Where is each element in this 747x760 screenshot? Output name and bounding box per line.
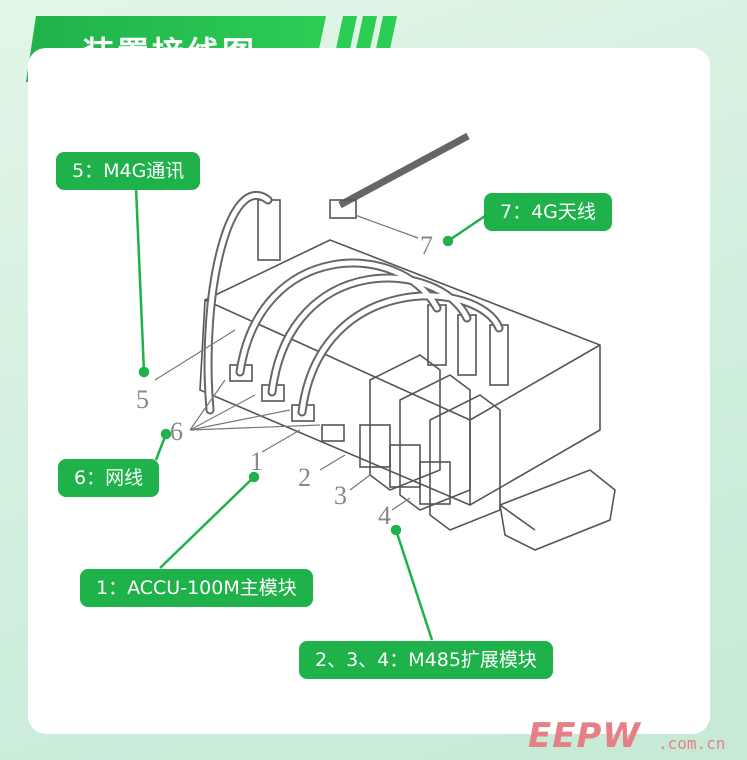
antenna-base: [329, 199, 357, 219]
terminal-block: [389, 444, 421, 488]
watermark-logo: EEPW .com.cn: [528, 716, 738, 756]
callout-number-1: 1: [250, 447, 263, 476]
callout-number-6: 6: [170, 417, 183, 446]
leader-dot: [138, 366, 150, 378]
callout-number-2: 2: [298, 463, 311, 492]
leader-line-m485: [394, 529, 434, 641]
rj45-plug: [457, 314, 477, 376]
label-accu: 1：ACCU-100M主模块: [80, 569, 313, 607]
callout-number-5: 5: [136, 385, 149, 414]
label-net: 6：网线: [58, 459, 160, 497]
leader-dot: [248, 471, 260, 483]
m4g-connector: [257, 199, 281, 261]
callout-number-3: 3: [334, 481, 347, 510]
callout-number-4: 4: [378, 501, 391, 530]
leader-dot: [390, 524, 402, 536]
logo-text: EEPW: [528, 716, 641, 756]
label-antenna: 7：4G天线: [484, 193, 612, 231]
rj45-plug: [489, 324, 509, 386]
leader-dot: [160, 428, 172, 440]
expansion-module-4: [429, 394, 501, 531]
main-module: [199, 239, 601, 506]
expansion-module-3: [399, 374, 471, 511]
leader-line-accu: [159, 476, 255, 569]
label-m4g: 5：M4G通讯: [56, 152, 201, 190]
callout-number-7: 7: [420, 231, 433, 260]
ethernet-port: [321, 424, 345, 442]
label-m485: 2、3、4：M485扩展模块: [299, 641, 553, 679]
din-rail: [499, 469, 616, 551]
leader-line-m4g: [134, 187, 146, 373]
terminal-block: [419, 461, 451, 505]
rj45-plug: [427, 304, 447, 366]
m4g-cable: [203, 190, 273, 415]
din-rail-edge: [499, 504, 536, 531]
leader-dot: [442, 235, 454, 247]
logo-domain: .com.cn: [658, 734, 726, 753]
leader-line-antenna: [447, 212, 489, 243]
antenna: [338, 132, 470, 209]
